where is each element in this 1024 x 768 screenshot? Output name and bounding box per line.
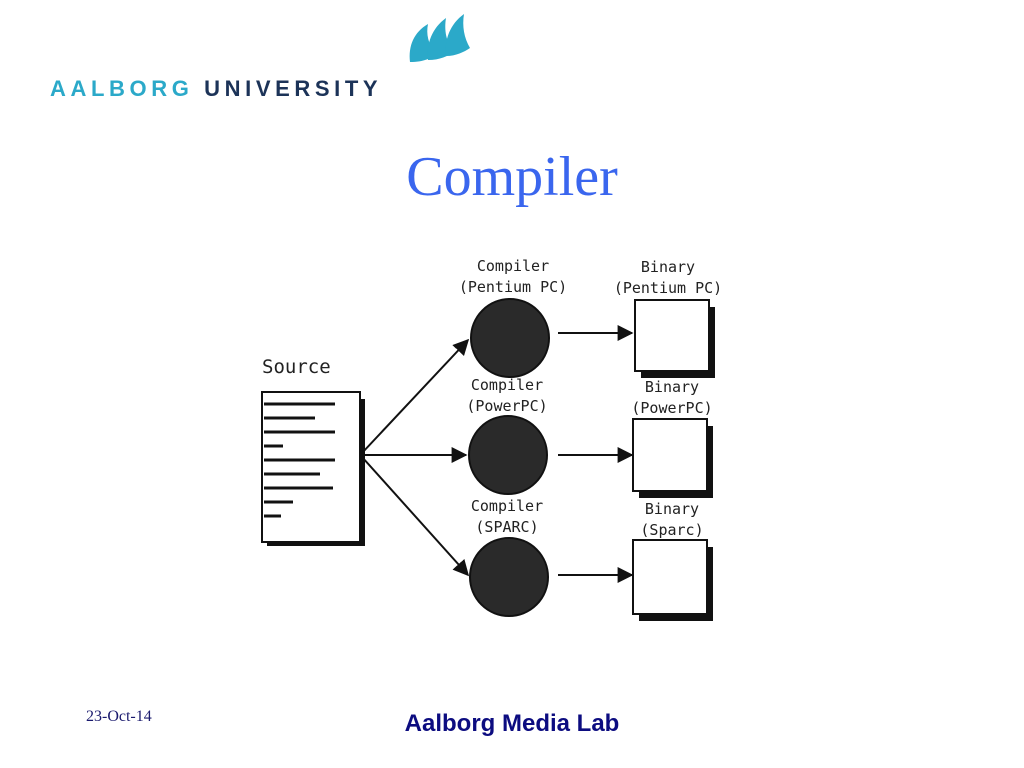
university-logo: AALBORG UNIVERSITY	[50, 8, 498, 101]
compiler-node-pentium: Compiler (Pentium PC)	[459, 257, 567, 378]
slide-title: Compiler	[406, 146, 618, 208]
binary-powerpc-label-2: (PowerPC)	[631, 399, 712, 417]
compiler-sparc-label-1: Compiler	[471, 497, 543, 515]
arrow-source-to-compiler-sparc	[361, 456, 470, 577]
binary-powerpc-box	[632, 418, 708, 492]
compiler-pentium-label-2: (Pentium PC)	[459, 278, 567, 296]
compiler-node-powerpc: Compiler (PowerPC)	[466, 376, 548, 495]
compiler-powerpc-label-2: (PowerPC)	[466, 397, 547, 415]
university-logo-icon	[409, 14, 470, 62]
source-document	[261, 391, 365, 546]
compiler-powerpc-circle	[468, 415, 548, 495]
compiler-sparc-circle	[469, 537, 549, 617]
binary-node-pentium: Binary (Pentium PC)	[614, 258, 722, 378]
university-name-part1: AALBORG	[50, 76, 194, 101]
binary-node-powerpc: Binary (PowerPC)	[631, 378, 713, 498]
source-label: Source	[262, 356, 331, 378]
compiler-pentium-circle	[470, 298, 550, 378]
binary-powerpc-label-1: Binary	[645, 378, 699, 396]
binary-pentium-label-2: (Pentium PC)	[614, 279, 722, 297]
binary-pentium-box	[634, 299, 710, 372]
footer-lab-name: Aalborg Media Lab	[404, 710, 620, 737]
university-name-part2: UNIVERSITY	[204, 76, 383, 101]
binary-sparc-label-2: (Sparc)	[640, 521, 703, 539]
compiler-sparc-label-2: (SPARC)	[475, 518, 538, 536]
arrow-source-to-compiler-pentium	[361, 338, 470, 454]
binary-sparc-box	[632, 539, 708, 615]
compiler-pentium-label-1: Compiler	[477, 257, 549, 275]
binary-node-sparc: Binary (Sparc)	[632, 500, 713, 621]
compiler-diagram: Source Compiler (Pentium PC) Compiler (P…	[261, 257, 722, 621]
university-name: AALBORG UNIVERSITY	[50, 76, 382, 102]
compiler-node-sparc: Compiler (SPARC)	[469, 497, 549, 617]
binary-sparc-label-1: Binary	[645, 500, 699, 518]
compiler-powerpc-label-1: Compiler	[471, 376, 543, 394]
footer-date: 23-Oct-14	[86, 708, 152, 725]
binary-pentium-label-1: Binary	[641, 258, 695, 276]
